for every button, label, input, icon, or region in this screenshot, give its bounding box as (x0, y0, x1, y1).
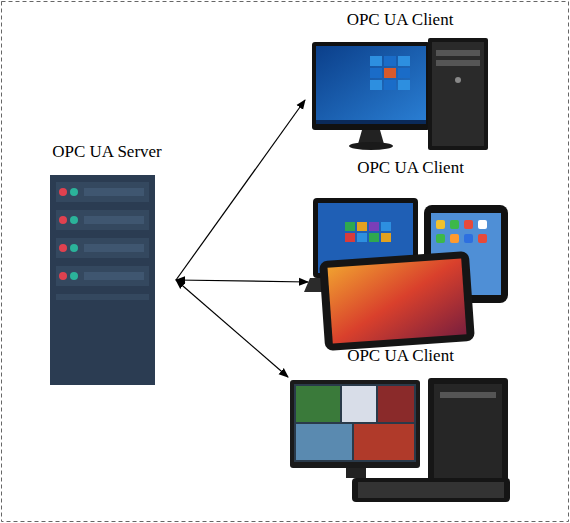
arrow-connector (176, 280, 288, 377)
desktop-computer-icon (312, 38, 488, 150)
server-icon (50, 175, 155, 385)
client-node: OPC UA Client (308, 158, 513, 348)
client-node: OPC UA Client (305, 10, 495, 155)
node-label: OPC UA Server (38, 142, 176, 162)
arrow-connector (176, 280, 308, 282)
arrow-connector (176, 100, 305, 280)
tablet-devices-icon (304, 198, 508, 351)
server-node: OPC UA Server (38, 142, 176, 388)
node-label: OPC UA Client (305, 10, 495, 30)
node-label: OPC UA Client (288, 346, 513, 366)
workstation-icon (290, 378, 510, 502)
node-label: OPC UA Client (308, 158, 513, 178)
client-node: OPC UA Client (288, 346, 513, 511)
